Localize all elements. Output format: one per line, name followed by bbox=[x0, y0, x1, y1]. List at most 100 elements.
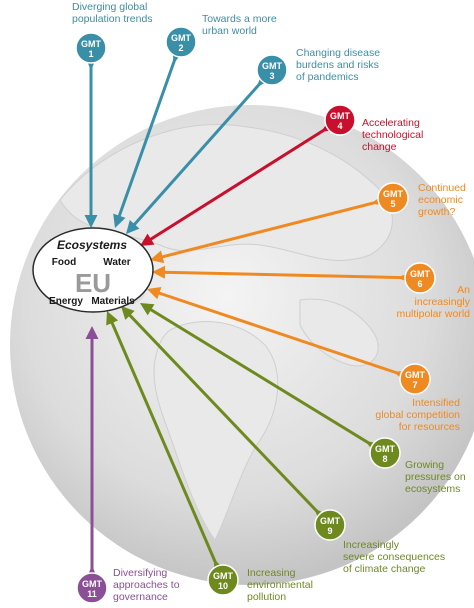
trend-label-line: multipolar world bbox=[396, 308, 470, 320]
trend-label-line: Changing disease bbox=[296, 47, 380, 59]
trend-label-line: pressures on bbox=[405, 471, 466, 483]
trend-label-line: of pandemics bbox=[296, 71, 358, 83]
pin-badge bbox=[369, 437, 401, 469]
trend-label-line: pollution bbox=[247, 591, 286, 603]
pin-code-label: GMT bbox=[171, 33, 191, 43]
arrow-head-gmt-7 bbox=[147, 286, 162, 300]
pin-badge bbox=[256, 54, 288, 86]
arrow-shaft-gmt-4 bbox=[147, 118, 342, 242]
trend-label-line: Continued bbox=[418, 182, 466, 194]
pin-badge bbox=[314, 509, 346, 541]
arrow-head-gmt-10 bbox=[106, 311, 119, 326]
arrow-head-gmt-9 bbox=[121, 306, 135, 320]
pin-badge bbox=[75, 32, 107, 64]
pin-number-label: 1 bbox=[88, 49, 93, 59]
arrow-shaft-gmt-2 bbox=[117, 40, 183, 220]
trend-label-line: population trends bbox=[72, 13, 153, 25]
trend-label-line: economic bbox=[418, 194, 463, 206]
trend-label-line: An bbox=[457, 284, 470, 296]
pin-code-label: GMT bbox=[213, 571, 233, 581]
pin-code-label: GMT bbox=[262, 61, 282, 71]
arrow-head-gmt-1 bbox=[84, 215, 98, 228]
hub-water-label: Water bbox=[103, 257, 131, 268]
pin-badge bbox=[324, 104, 356, 136]
arrow-head-gmt-4 bbox=[140, 233, 155, 246]
trend-label-line: burdens and risks bbox=[296, 59, 379, 71]
globe-background bbox=[10, 105, 474, 585]
trend-label-line: Towards a more bbox=[202, 13, 277, 25]
pin-badge bbox=[207, 564, 239, 596]
pin-code-label: GMT bbox=[383, 189, 403, 199]
trend-label-line: global competition bbox=[375, 409, 460, 421]
trend-label-line: ecosystems bbox=[405, 483, 460, 495]
pin-badge bbox=[165, 26, 197, 58]
hub-ellipse bbox=[32, 227, 154, 313]
globe-land-africa bbox=[153, 321, 279, 541]
trend-label-line: environmental bbox=[247, 579, 313, 591]
hub-ecosystems-label: Ecosystems bbox=[57, 238, 127, 252]
trend-label-line: Diversifying bbox=[113, 567, 167, 579]
pin-badge bbox=[377, 182, 409, 214]
trend-label-line: approaches to bbox=[113, 579, 180, 591]
pin-badge bbox=[399, 363, 431, 395]
trend-label-line: for resources bbox=[399, 421, 460, 433]
arrow-layer bbox=[84, 40, 422, 590]
arrow-shaft-gmt-5 bbox=[159, 196, 395, 259]
pin-badge bbox=[76, 572, 108, 604]
arrow-shaft-gmt-8 bbox=[147, 307, 387, 455]
pin-badge bbox=[404, 262, 436, 294]
arrow-head-gmt-6 bbox=[152, 265, 166, 279]
arrow-head-gmt-5 bbox=[150, 250, 165, 264]
trend-label-line: Accelerating bbox=[362, 117, 420, 129]
pin-number-label: 4 bbox=[337, 121, 342, 131]
pin-code-label: GMT bbox=[320, 516, 340, 526]
trend-label-line: Diverging global bbox=[72, 1, 147, 13]
pin-number-label: 9 bbox=[327, 526, 332, 536]
trend-label-line: growth? bbox=[418, 206, 456, 218]
pin-number-label: 3 bbox=[269, 71, 274, 81]
hub-energy-label: Energy bbox=[49, 296, 83, 307]
arrow-shaft-gmt-10 bbox=[109, 319, 225, 582]
trend-label-line: Intensified bbox=[412, 397, 460, 409]
trend-label-line: change bbox=[362, 141, 397, 153]
trend-label-line: urban world bbox=[202, 25, 257, 37]
pin-number-label: 2 bbox=[178, 43, 183, 53]
trend-label-line: technological bbox=[362, 129, 423, 141]
arrow-shaft-gmt-3 bbox=[131, 68, 274, 228]
pin-number-label: 5 bbox=[390, 199, 395, 209]
pin-layer: GMT1GMT2GMT3GMT4GMT5GMT6GMT7GMT8GMT9GMT1… bbox=[75, 26, 436, 604]
trend-label-line: severe consequences bbox=[343, 551, 445, 563]
hub-food-label: Food bbox=[52, 257, 76, 268]
pin-code-label: GMT bbox=[81, 39, 101, 49]
pin-code-label: GMT bbox=[330, 111, 350, 121]
pin-code-label: GMT bbox=[82, 579, 102, 589]
arrow-head-gmt-8 bbox=[140, 303, 155, 316]
pin-number-label: 6 bbox=[417, 279, 422, 289]
trend-label-line: Increasingly bbox=[343, 539, 400, 551]
trend-label-line: governance bbox=[113, 591, 168, 603]
arrow-shaft-gmt-6 bbox=[161, 270, 422, 280]
eu-hub: Ecosystems Food Water EU Energy Material… bbox=[32, 227, 154, 313]
pin-number-label: 11 bbox=[87, 589, 97, 599]
arrow-shaft-gmt-9 bbox=[127, 312, 332, 527]
